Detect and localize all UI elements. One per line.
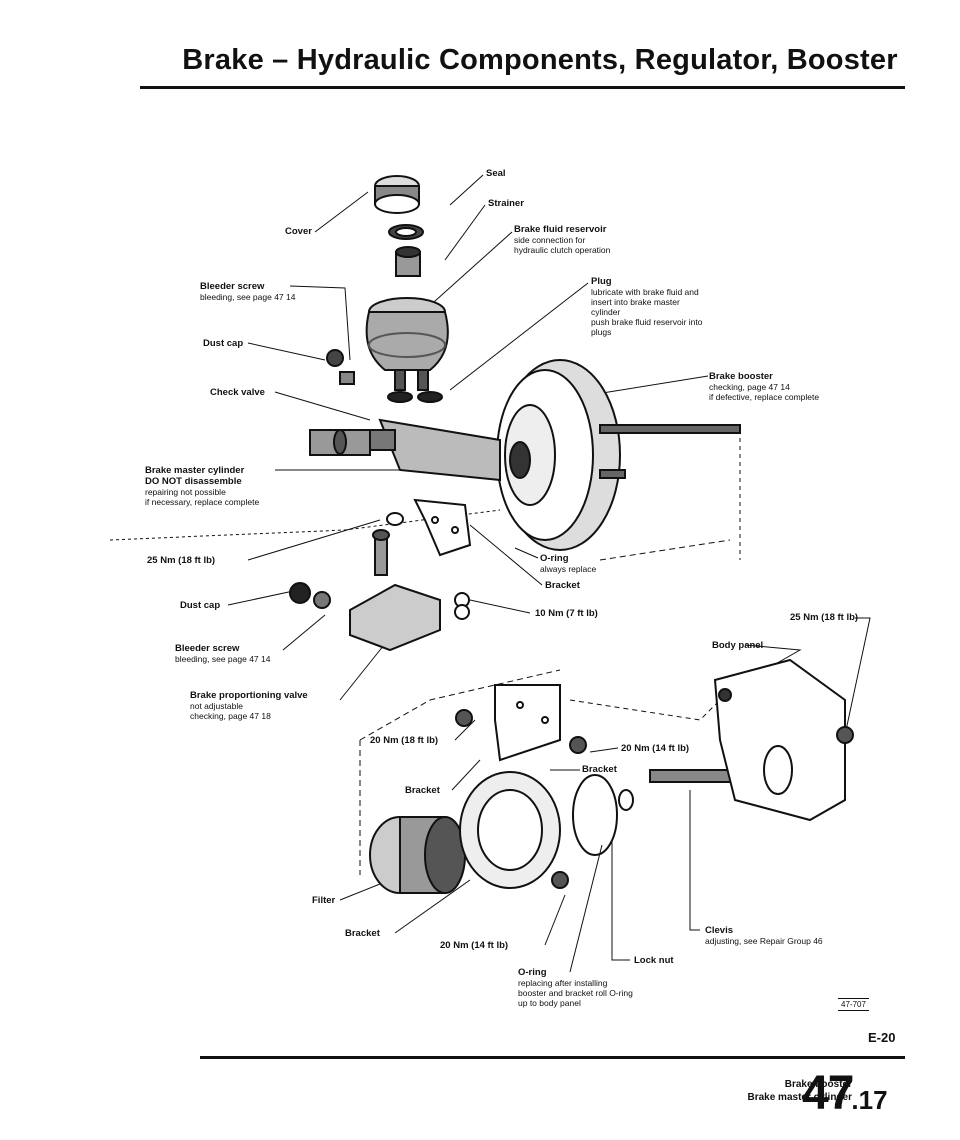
footer-label-booster: Brake booster (784, 1079, 852, 1090)
label-filter: Filter (312, 895, 336, 906)
label-bracket-mid-left: Bracket (405, 785, 440, 796)
label-brake-booster: Brake booster checking, page 47 14 if de… (709, 371, 820, 403)
footer-rule (200, 1056, 905, 1059)
bracket-upper (386, 498, 472, 557)
master-cylinder (309, 349, 501, 482)
label-bracket-mid-right: Bracket (582, 764, 617, 775)
brake-booster (496, 359, 741, 551)
label-bleeder-screw-2: Bleeder screw bleeding, see page 47 14 (175, 643, 271, 665)
page-code: E-20 (868, 1030, 896, 1045)
leader-bleeder1 (289, 285, 351, 361)
reservoir-body (365, 297, 449, 403)
label-seal: Seal (486, 168, 506, 179)
leader-bracket-mid-left (451, 759, 481, 791)
label-bleeder-screw-1: Bleeder screw bleeding, see page 47 14 (200, 281, 296, 303)
leader-reservoir (424, 231, 513, 311)
label-clevis: Clevis adjusting, see Repair Group 46 (705, 925, 823, 947)
label-torque-20-left: 20 Nm (18 ft lb) (370, 735, 439, 746)
label-torque-10: 10 Nm (7 ft lb) (535, 608, 598, 619)
leader-seal (449, 174, 484, 206)
bracket-middle (455, 684, 587, 762)
header-rule (140, 86, 905, 89)
page-title: Brake – Hydraulic Components, Regulator,… (182, 44, 898, 76)
label-torque-20-14-bottom: 20 Nm (14 ft lb) (440, 940, 509, 951)
leader-oring-lower (569, 844, 603, 973)
leader-torque25-right (844, 617, 871, 736)
leader-torque20-14-bottom (544, 894, 566, 946)
label-strainer: Strainer (488, 198, 524, 209)
label-torque-25-left: 25 Nm (18 ft lb) (147, 555, 216, 566)
proportioning-valve (289, 529, 470, 652)
label-bracket-lower: Bracket (345, 928, 380, 939)
leader-bleeder2 (282, 614, 326, 651)
leader-plug (449, 282, 589, 391)
label-proportioning-valve: Brake proportioning valve not adjustable… (190, 690, 308, 722)
leader-torque20-left (454, 719, 476, 741)
leader-bracket-lower (394, 879, 471, 934)
leader-torque10 (469, 599, 531, 614)
label-bracket-upper: Bracket (545, 580, 580, 591)
label-reservoir: Brake fluid reservoir side connection fo… (514, 224, 611, 256)
leader-check-valve (274, 391, 371, 421)
leader-bracket-upper (469, 524, 543, 586)
reservoir-cap-group (374, 175, 424, 277)
leader-torque25-left (247, 519, 381, 561)
leader-master-dash (109, 509, 501, 541)
label-lock-nut: Lock nut (634, 955, 674, 966)
leader-dustcap1 (247, 342, 326, 361)
filter-bracket-lower (369, 769, 736, 894)
leader-cover (314, 191, 369, 233)
label-dust-cap-1: Dust cap (203, 338, 244, 349)
footer-section-labels: Brake booster Brake master cylinder (700, 1078, 852, 1104)
leader-lock-nut (611, 840, 630, 961)
label-torque-25-right: 25 Nm (18 ft lb) (790, 612, 859, 623)
label-cover: Cover (285, 226, 312, 237)
body-panel (713, 658, 854, 822)
leader-torque20-14-right (589, 747, 619, 753)
label-oring-upper: O-ring always replace (540, 553, 597, 575)
leader-clevis (689, 790, 700, 931)
leader-dustcap2 (227, 589, 299, 606)
label-oring-lower: O-ring replacing after installing booste… (518, 967, 633, 1009)
section-number: 47.17 (802, 1067, 888, 1120)
footer-label-master: Brake master cylinder (747, 1092, 852, 1103)
label-torque-20-14-right: 20 Nm (14 ft lb) (621, 743, 690, 754)
figure-code: 47-707 (838, 998, 869, 1011)
label-body-panel: Body panel (712, 640, 764, 651)
leader-booster (589, 375, 709, 396)
label-dust-cap-2: Dust cap (180, 600, 221, 611)
leader-oring-upper (514, 547, 539, 559)
leader-strainer (444, 204, 486, 261)
label-check-valve: Check valve (210, 387, 265, 398)
label-master-cylinder: Brake master cylinder DO NOT disassemble… (145, 465, 260, 508)
label-plug: Plug lubricate with brake fluid and inse… (591, 276, 703, 338)
